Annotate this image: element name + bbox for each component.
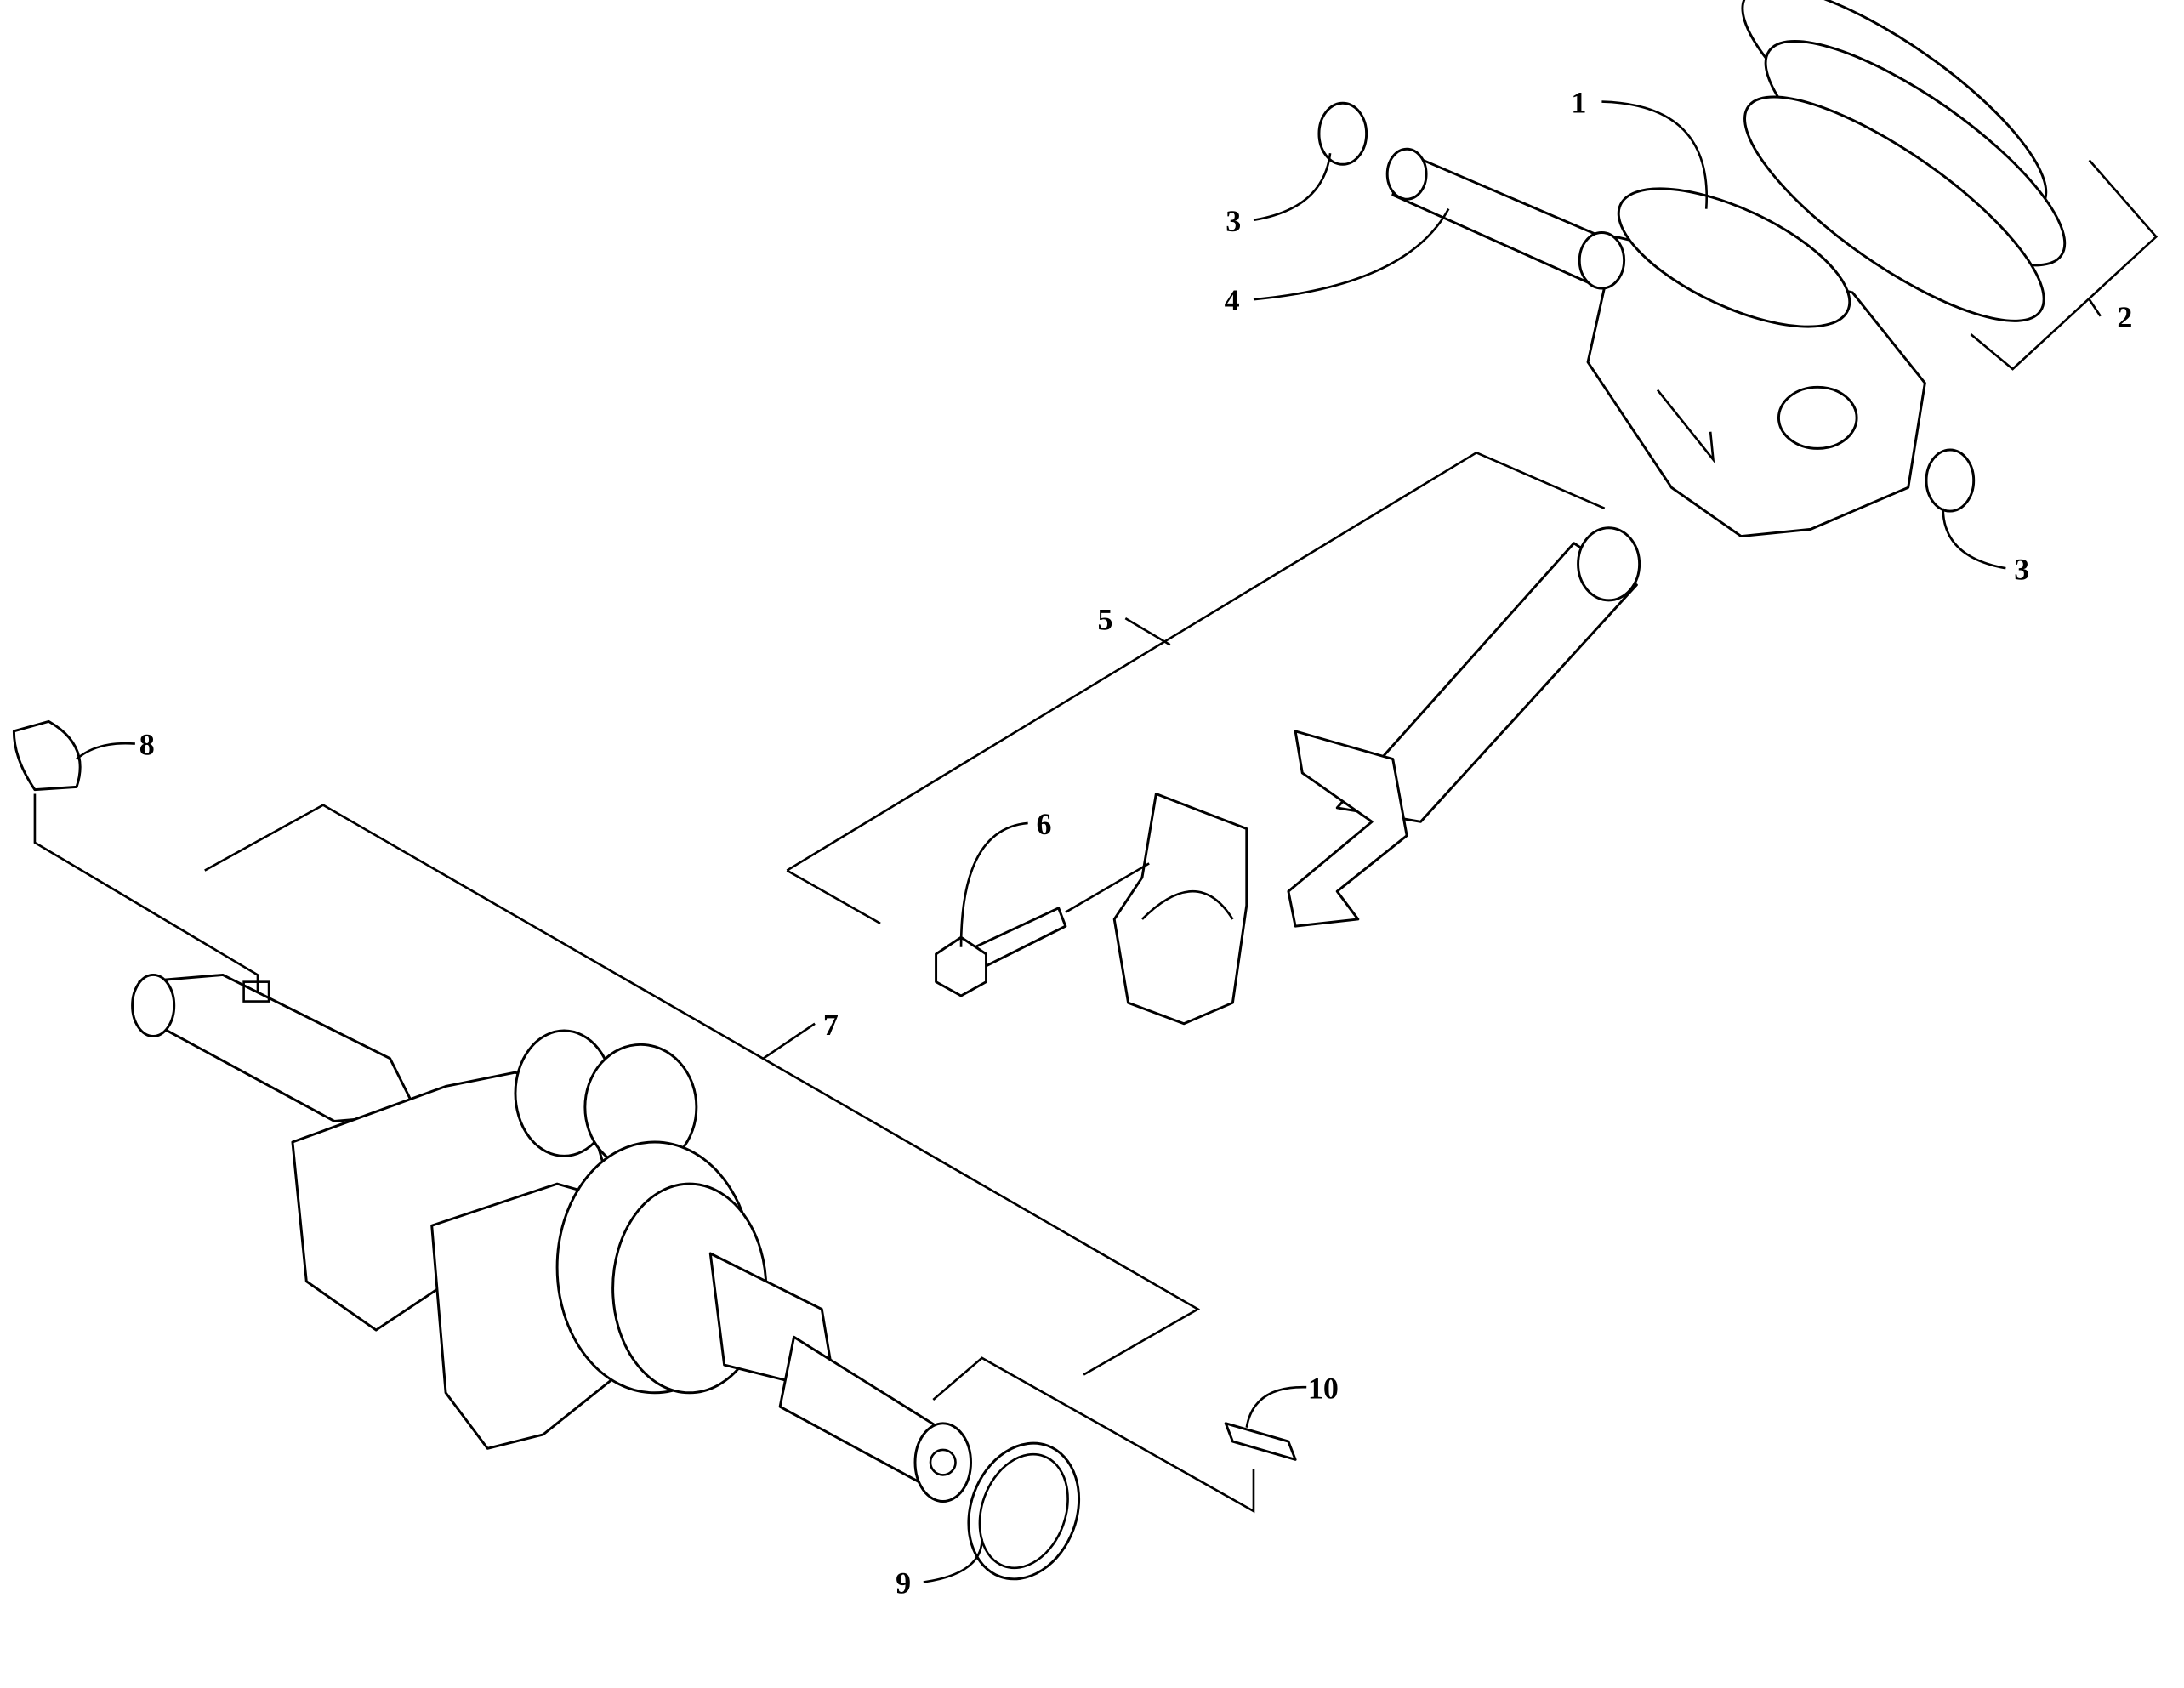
connecting-rod bbox=[786, 451, 1641, 928]
circlip-right bbox=[1925, 448, 1976, 513]
callout-10: 10 bbox=[1308, 1371, 1339, 1405]
thrust-washer bbox=[932, 1356, 1255, 1581]
circlip-left bbox=[1317, 101, 1368, 166]
crankshaft bbox=[131, 804, 1201, 1503]
callout-5: 5 bbox=[1098, 602, 1113, 636]
piston-pin bbox=[1385, 147, 1626, 290]
callout-3b: 3 bbox=[2014, 552, 2029, 586]
rod-cap bbox=[1112, 793, 1248, 1026]
woodruff-key bbox=[12, 719, 82, 792]
callout-2: 2 bbox=[2117, 300, 2132, 334]
piston-rings bbox=[1741, 0, 2158, 371]
callout-3a: 3 bbox=[1226, 204, 1241, 238]
rod-bolt bbox=[935, 862, 1150, 997]
leader-lines bbox=[76, 100, 2102, 1583]
callout-1: 1 bbox=[1571, 86, 1586, 120]
callout-6: 6 bbox=[1036, 807, 1051, 841]
piston bbox=[1586, 187, 1926, 538]
callout-7: 7 bbox=[823, 1008, 839, 1042]
callout-4: 4 bbox=[1225, 283, 1240, 317]
callout-8: 8 bbox=[139, 728, 155, 762]
gear-key bbox=[1224, 1422, 1297, 1461]
callout-9: 9 bbox=[896, 1566, 911, 1600]
